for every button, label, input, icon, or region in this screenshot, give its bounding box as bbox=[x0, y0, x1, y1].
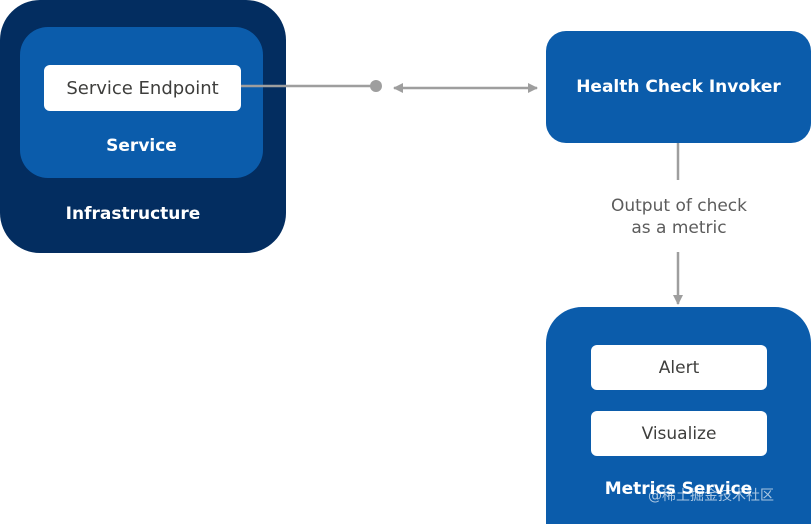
connector-caption: Output of check as a metric bbox=[574, 195, 784, 239]
health-check-invoker-box: Health Check Invoker bbox=[546, 31, 811, 143]
service-label: Service bbox=[106, 136, 177, 156]
metrics-service-label: Metrics Service bbox=[604, 479, 753, 499]
infrastructure-label: Infrastructure bbox=[65, 204, 201, 224]
service-endpoint-label: Service Endpoint bbox=[66, 77, 219, 99]
service-endpoint-box: Service Endpoint bbox=[44, 65, 241, 111]
visualize-box: Visualize bbox=[591, 411, 767, 456]
health-check-invoker-label: Health Check Invoker bbox=[576, 77, 781, 97]
alert-label: Alert bbox=[658, 357, 700, 378]
caption-line-1: Output of check bbox=[610, 196, 748, 216]
alert-box: Alert bbox=[591, 345, 767, 390]
visualize-label: Visualize bbox=[641, 423, 717, 444]
connector-dot bbox=[370, 80, 382, 92]
watermark: @稀土掘金技术社区 bbox=[648, 488, 774, 504]
caption-line-2: as a metric bbox=[631, 218, 727, 238]
